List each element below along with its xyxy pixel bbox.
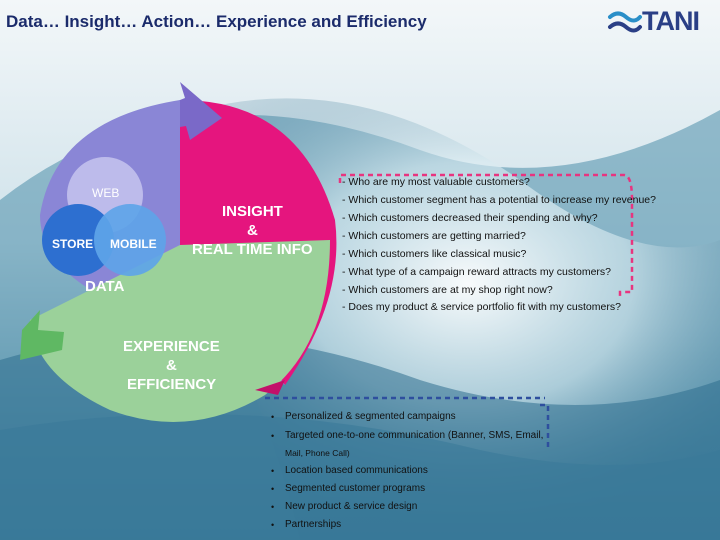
- experience-label-line2: &: [166, 357, 177, 374]
- action-item: Partnerships: [285, 519, 341, 530]
- question-item: - Which customers decreased their spendi…: [342, 212, 598, 224]
- question-item: - Which customers like classical music?: [342, 248, 526, 260]
- action-item: Segmented customer programs: [285, 483, 425, 494]
- data-label: DATA: [85, 278, 124, 295]
- question-item: - Does my product & service portfolio fi…: [342, 301, 621, 313]
- action-item: Location based communications: [285, 465, 428, 476]
- action-item: Personalized & segmented campaigns: [285, 411, 456, 422]
- web-label: WEB: [92, 186, 119, 200]
- mobile-label: MOBILE: [110, 237, 157, 251]
- question-item: - Which customer segment has a potential…: [342, 194, 656, 206]
- question-item: - Which customers are at my shop right n…: [342, 284, 553, 296]
- bullet-icon: •: [271, 502, 274, 512]
- experience-label-line3: EFFICIENCY: [127, 376, 216, 393]
- action-item: Targeted one-to-one communication (Banne…: [285, 430, 543, 441]
- bullet-icon: •: [271, 484, 274, 494]
- insight-label-line1: INSIGHT: [222, 203, 283, 220]
- action-item: Mail, Phone Call): [285, 448, 350, 458]
- insight-label-line2: &: [247, 222, 258, 239]
- actions-bracket: [540, 405, 548, 448]
- bullet-icon: •: [271, 520, 274, 530]
- insight-label-line3: REAL TIME INFO: [192, 241, 313, 258]
- bullet-icon: •: [271, 412, 274, 422]
- question-item: - Which customers are getting married?: [342, 230, 526, 242]
- action-item: New product & service design: [285, 501, 417, 512]
- bullet-icon: •: [271, 431, 274, 441]
- question-item: - What type of a campaign reward attract…: [342, 266, 611, 278]
- experience-label-line1: EXPERIENCE: [123, 338, 220, 355]
- question-item: - Who are my most valuable customers?: [342, 176, 530, 188]
- store-label: STORE: [52, 237, 93, 251]
- bullet-icon: •: [271, 466, 274, 476]
